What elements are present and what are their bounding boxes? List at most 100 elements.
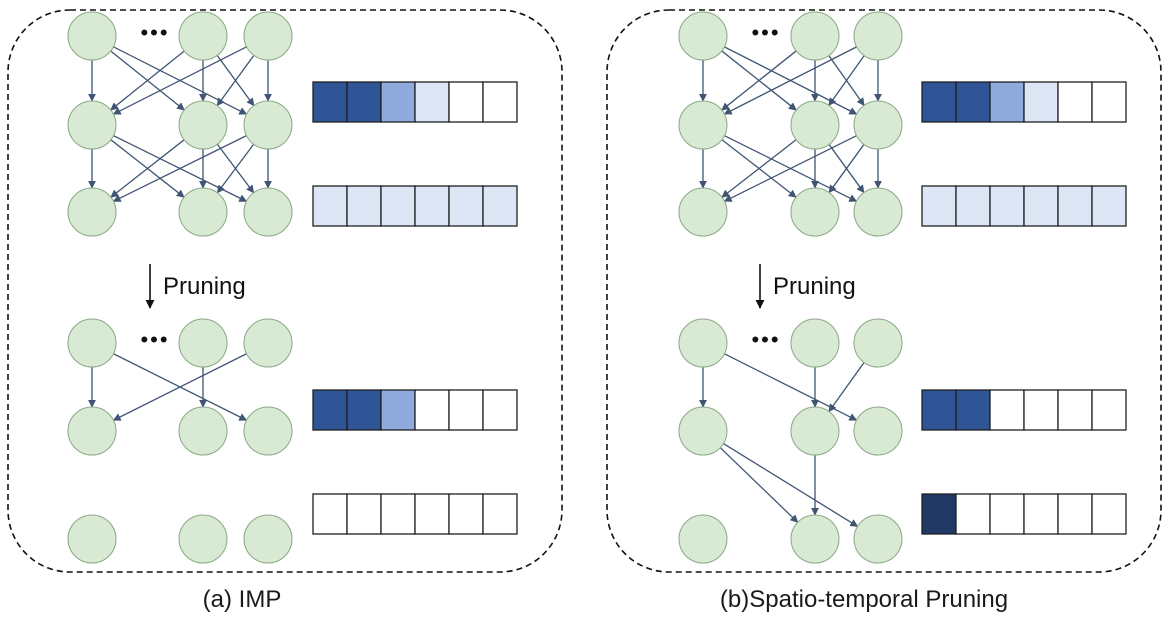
ellipsis-1: •••	[140, 327, 169, 352]
spatio-temporal-after-edge-l1-1	[724, 353, 858, 421]
spatio-temporal-after-bar-bottom-cell-1	[955, 493, 991, 535]
caption-imp: (a) IMP	[202, 586, 282, 613]
ellipsis-0: •••	[140, 20, 169, 45]
spatio-temporal-before-row2-node-2	[853, 187, 903, 237]
imp-after-bar-bottom-cell-1	[346, 493, 382, 535]
spatio-temporal-before-bar-bottom-cell-5	[1091, 185, 1127, 227]
imp-after-edge-l1-3	[112, 353, 247, 421]
spatio-temporal-before-edge-l2-6	[723, 135, 857, 202]
caption-spatio-temporal: (b)Spatio-temporal Pruning	[719, 586, 1009, 613]
spatio-temporal-after-bar-top-cell-1	[955, 389, 991, 431]
imp-after-bar-top-cell-5	[482, 389, 518, 431]
panel-imp: ••• ••• Pruning	[7, 9, 563, 573]
spatio-temporal-after-bar-top-cell-2	[989, 389, 1025, 431]
imp-after-row0-node-1	[178, 318, 228, 368]
pruning-diagram: ••••••Pruning••••••Pruning	[7, 9, 1162, 573]
imp-after-bar-bottom-cell-2	[380, 493, 416, 535]
imp-before-edge-l1-7	[216, 54, 255, 107]
imp-after-bar-top	[312, 389, 518, 431]
imp-before-edge-l2-3	[110, 139, 185, 198]
spatio-temporal-before-bar-bottom	[921, 185, 1127, 227]
spatio-temporal-after-bar-bottom	[921, 493, 1127, 535]
imp-before-bar-top-cell-0	[312, 81, 348, 123]
spatio-temporal-after-edge-l1-3	[828, 362, 865, 413]
imp-after-row1-node-2	[243, 406, 293, 456]
imp-after-bar-bottom-cell-3	[414, 493, 450, 535]
spatio-temporal-before-row1-node-0	[678, 100, 728, 150]
spatio-temporal-after-row1-node-2	[853, 406, 903, 456]
imp-after-row2-node-1	[178, 514, 228, 564]
spatio-temporal-before-edges	[699, 46, 882, 202]
spatio-temporal-after-row0-node-0	[678, 318, 728, 368]
spatio-temporal-before-bar-bottom-cell-2	[989, 185, 1025, 227]
imp-before-bar-bottom	[312, 185, 518, 227]
spatio-temporal-before-bar-top-cell-0	[921, 81, 957, 123]
spatio-temporal-after-row2-node-1	[790, 514, 840, 564]
spatio-temporal-before-row2-node-0	[678, 187, 728, 237]
spatio-temporal-before-bar-top	[921, 81, 1127, 123]
spatio-temporal-before-bar-top-cell-1	[955, 81, 991, 123]
spatio-temporal-after-edge-l2-2	[723, 443, 859, 527]
imp-before-row2-node-1	[178, 187, 228, 237]
spatio-temporal-after-edges	[699, 353, 865, 527]
spatio-temporal-before-bar-top-cell-2	[989, 81, 1025, 123]
spatio-temporal-before-edge-l2-3	[721, 139, 797, 198]
imp-before-row2-node-2	[243, 187, 293, 237]
imp-before-edge-l1-3	[110, 50, 185, 111]
spatio-temporal-after-bar-top-cell-5	[1091, 389, 1127, 431]
imp-before-row2-node-0	[67, 187, 117, 237]
imp-after-bar-top-cell-0	[312, 389, 348, 431]
panel-spatio-temporal: ••••••Pruning	[606, 9, 1162, 573]
imp-before-row0-node-2	[243, 11, 293, 61]
spatio-temporal-before-bar-top-cell-3	[1023, 81, 1059, 123]
spatio-temporal-after-bar-bottom-cell-0	[921, 493, 957, 535]
ellipsis-0: •••	[751, 20, 780, 45]
spatio-temporal-after-row1-node-0	[678, 406, 728, 456]
imp-after-bar-bottom-cell-0	[312, 493, 348, 535]
imp-after-edges	[88, 353, 248, 421]
spatio-temporal-before-row0-node-1	[790, 11, 840, 61]
imp-before-bar-top	[312, 81, 518, 123]
spatio-temporal-after-edge-l2-0	[719, 447, 799, 523]
imp-after-bar-top-cell-1	[346, 389, 382, 431]
imp-after-bar-bottom-cell-5	[482, 493, 518, 535]
imp-after-row0-node-2	[243, 318, 293, 368]
imp-after-row1-node-0	[67, 406, 117, 456]
imp-before-bar-bottom-cell-0	[312, 185, 348, 227]
imp-before-edge-l2-6	[112, 135, 247, 202]
spatio-temporal-before-edge-l2-7	[828, 144, 865, 194]
spatio-temporal-before-edge-l1-7	[828, 55, 865, 107]
imp-before-row1-node-0	[67, 100, 117, 150]
spatio-temporal-before-bar-bottom-cell-3	[1023, 185, 1059, 227]
spatio-temporal-after-row1-node-1	[790, 406, 840, 456]
spatio-temporal-before-bar-bottom-cell-1	[955, 185, 991, 227]
spatio-temporal-before-bar-top-cell-5	[1091, 81, 1127, 123]
pruning-label: Pruning	[163, 273, 246, 300]
imp-after-row2-node-2	[243, 514, 293, 564]
imp-before-edge-l1-6	[112, 46, 247, 115]
imp-before-bar-bottom-cell-3	[414, 185, 450, 227]
imp-after-row1-node-1	[178, 406, 228, 456]
spatio-temporal-before-bar-top-cell-4	[1057, 81, 1093, 123]
imp-after-row2-node-0	[67, 514, 117, 564]
imp-before-bar-bottom-cell-1	[346, 185, 382, 227]
imp-before-bar-bottom-cell-5	[482, 185, 518, 227]
spatio-temporal-before-row1-node-2	[853, 100, 903, 150]
imp-after-bar-bottom	[312, 493, 518, 535]
spatio-temporal-after-bar-bottom-cell-2	[989, 493, 1025, 535]
ellipsis-1: •••	[751, 327, 780, 352]
spatio-temporal-before-row0-node-2	[853, 11, 903, 61]
spatio-temporal-before-bar-bottom-cell-0	[921, 185, 957, 227]
spatio-temporal-before-edge-l1-6	[723, 46, 857, 115]
imp-before-edges	[88, 46, 272, 202]
spatio-temporal-after-row2-node-0	[678, 514, 728, 564]
spatio-temporal-after-bar-bottom-cell-4	[1057, 493, 1093, 535]
imp-before-bar-top-cell-4	[448, 81, 484, 123]
imp-before-bar-bottom-cell-2	[380, 185, 416, 227]
panel-frame	[7, 9, 563, 573]
spatio-temporal-before-row0-node-0	[678, 11, 728, 61]
imp-after-bar-bottom-cell-4	[448, 493, 484, 535]
spatio-temporal-after-row2-node-2	[853, 514, 903, 564]
spatio-temporal-after-bar-bottom-cell-5	[1091, 493, 1127, 535]
imp-before-bar-top-cell-2	[380, 81, 416, 123]
